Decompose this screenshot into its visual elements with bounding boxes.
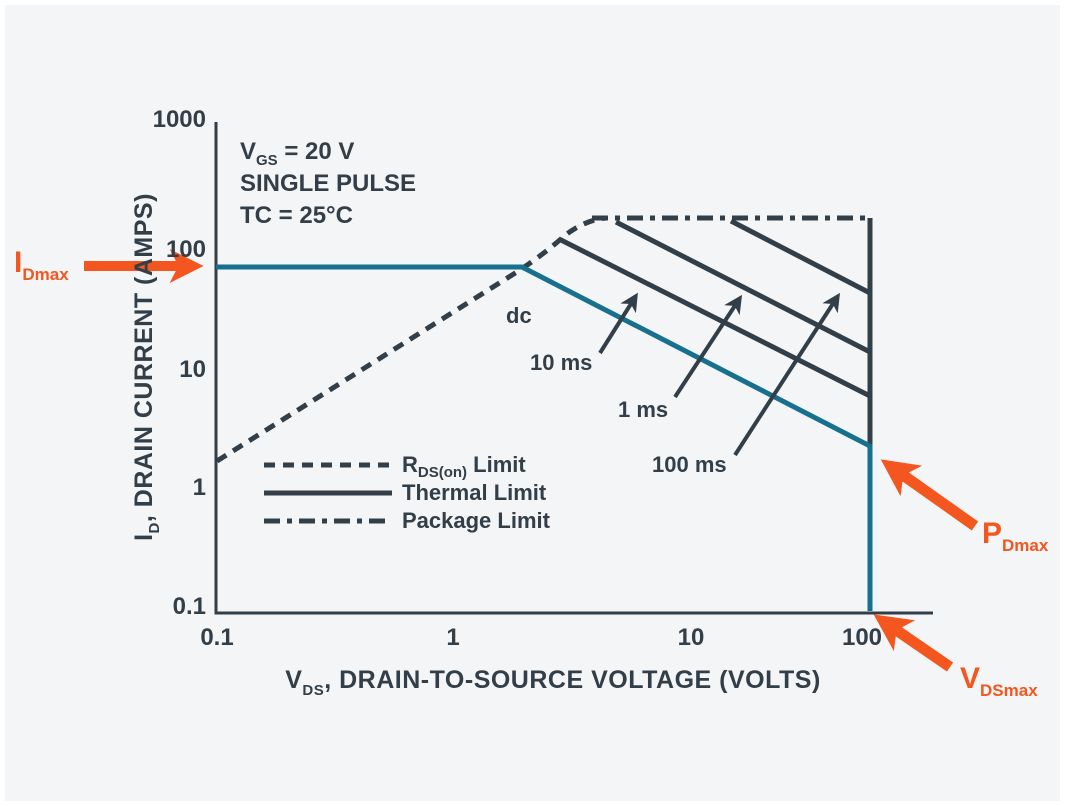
x-axis-title: VDS, DRAIN-TO-SOURCE VOLTAGE (VOLTS): [285, 666, 821, 699]
condition-temp: TC = 25°C: [240, 202, 353, 229]
y-tick-100: 100: [166, 236, 206, 263]
thermal-line-1ms: [614, 219, 872, 355]
pdmax-arrow: [880, 459, 979, 531]
y-tick-10: 10: [179, 356, 206, 383]
label-100ms: 100 ms: [652, 452, 727, 477]
legend-label-package: Package Limit: [402, 508, 551, 533]
rdson-limit-line: [215, 215, 607, 464]
arrow-1ms: [673, 294, 743, 399]
condition-vgs: VGS = 20 V: [240, 138, 354, 169]
arrow-100ms: [733, 292, 840, 457]
y-tick-1000: 1000: [153, 106, 206, 133]
dc-soa-line: [216, 264, 873, 611]
legend-label-thermal: Thermal Limit: [402, 480, 547, 505]
label-10ms: 10 ms: [530, 350, 592, 375]
idmax-label: IDmax: [14, 246, 69, 284]
label-dc: dc: [506, 303, 532, 328]
thermal-line-10ms: [557, 236, 872, 399]
x-tick-100: 100: [842, 624, 882, 651]
pdmax-label: PDmax: [982, 517, 1049, 555]
arrow-10ms: [598, 292, 638, 355]
vdsmax-label: VDSmax: [960, 662, 1038, 700]
y-tick-0p1: 0.1: [173, 593, 206, 620]
x-tick-1: 1: [446, 624, 459, 651]
figure-background: [5, 5, 1060, 801]
thermal-line-100ms: [729, 218, 872, 296]
vdsmax-arrow: [873, 614, 954, 672]
condition-pulse: SINGLE PULSE: [240, 170, 416, 197]
label-1ms: 1 ms: [618, 397, 668, 422]
y-tick-1: 1: [193, 474, 206, 501]
legend-label-rdson: RDS(on) Limit: [402, 452, 526, 481]
x-tick-10: 10: [678, 624, 705, 651]
y-axis-title: ID, DRAIN CURRENT (AMPS): [130, 193, 163, 541]
axes-lines: [214, 122, 933, 615]
x-tick-0p1: 0.1: [200, 624, 233, 651]
